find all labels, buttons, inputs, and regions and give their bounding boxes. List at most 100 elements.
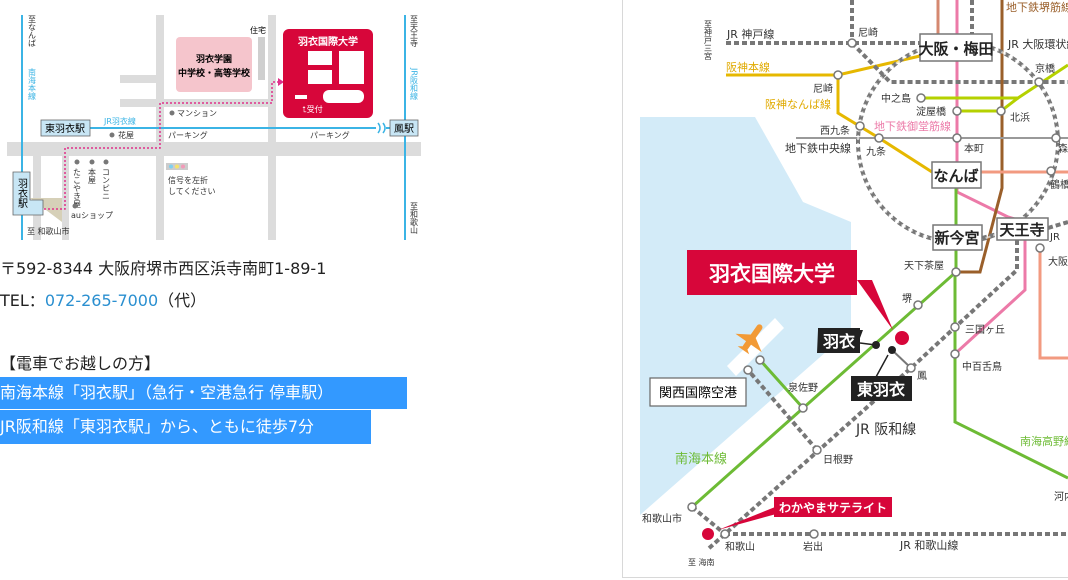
station-label: 中百舌鳥 bbox=[962, 360, 1002, 373]
line-label: 地下鉄御堂筋線 bbox=[874, 119, 951, 133]
station-label: 西九条 bbox=[820, 124, 850, 137]
station-label: 三国ヶ丘 bbox=[965, 324, 1005, 336]
station-label: 羽衣駅 bbox=[16, 178, 28, 209]
station-label: 北浜 bbox=[1010, 112, 1030, 124]
destination-label: 至 海南 bbox=[688, 557, 715, 567]
station-label: 京橋 bbox=[1035, 62, 1055, 75]
hagoromo-label-box bbox=[818, 328, 860, 353]
landmark-label: コンビニ bbox=[102, 168, 111, 200]
landmark-label: auショップ bbox=[71, 211, 113, 220]
hagoromo-station-dot bbox=[872, 341, 880, 349]
address: 〒592-8344 大阪府堺市西区浜寺南町1-89-1 bbox=[0, 259, 327, 278]
station-label: 日根野 bbox=[823, 453, 853, 466]
jr-airport-line bbox=[746, 368, 819, 452]
direction-note: してください bbox=[168, 187, 216, 196]
station-label: 東羽衣駅 bbox=[45, 122, 85, 135]
airport-label: 関西国際空港 bbox=[659, 386, 737, 401]
destination-label: 至和歌山 bbox=[410, 202, 419, 235]
line-label: 阪神なんば線 bbox=[765, 97, 831, 111]
station-label: 鳳 bbox=[917, 370, 927, 382]
station-label: 堺 bbox=[902, 293, 912, 305]
university-label: 羽衣国際大学 bbox=[298, 35, 358, 48]
midosuji-line bbox=[955, 0, 1027, 354]
tel-suffix: （代） bbox=[158, 291, 207, 310]
arrow-icon bbox=[278, 78, 284, 86]
direction-note: 信号を左折 bbox=[168, 175, 208, 185]
landmark-label: パーキング bbox=[168, 130, 208, 140]
station-label: 岩出 bbox=[803, 540, 823, 553]
kobe-destination: 至神戸三宮 bbox=[704, 20, 713, 61]
line-label: JR 和歌山線 bbox=[899, 538, 958, 552]
jr-loop-line bbox=[856, 40, 1060, 244]
satellite-banner-label: わかやまサテライト bbox=[779, 501, 887, 515]
destination-label: 至天王寺 bbox=[410, 15, 419, 47]
station-label: 本町 bbox=[964, 142, 984, 155]
station-label: JR bbox=[1049, 232, 1060, 243]
otori-station bbox=[389, 119, 419, 137]
landmark-label: パーキング bbox=[310, 130, 350, 140]
airport-box bbox=[649, 377, 747, 407]
line-label: JR 阪和線 bbox=[855, 422, 916, 438]
map-frame bbox=[622, 0, 1068, 578]
station-label: 鶴橋 bbox=[1050, 178, 1068, 191]
station-label: 中之島 bbox=[881, 92, 911, 105]
tel-label: TEL： bbox=[0, 291, 45, 310]
line-label: JR阪和線 bbox=[410, 67, 419, 100]
osaka-bay bbox=[640, 117, 851, 515]
hagoromo-label: 羽衣 bbox=[823, 332, 855, 351]
higashi-hagoromo-station bbox=[40, 119, 91, 137]
station-label: 和歌山市 bbox=[642, 512, 682, 525]
kintetsu-minami-osaka-line bbox=[1038, 248, 1068, 360]
station-label: 森 bbox=[1058, 142, 1068, 155]
station-label: 和歌山 bbox=[725, 540, 755, 553]
line-label: 地下鉄堺筋線 bbox=[1006, 0, 1068, 14]
campus-access-map: 羽衣学園 中学校・高等学校 住宅 羽衣国際大学 ⮤受付 東羽衣駅 鳳駅 羽衣駅 … bbox=[7, 15, 421, 240]
landmark-label: 本屋 bbox=[88, 167, 97, 185]
line-label: JR 神戸線 bbox=[726, 27, 774, 41]
satellite-marker bbox=[702, 528, 714, 540]
airplane-icon bbox=[735, 324, 763, 355]
line-label: 南海本線 bbox=[675, 451, 727, 467]
destination-label: 至 和歌山市 bbox=[27, 226, 70, 236]
higashi-hagoromo-label-box bbox=[851, 376, 912, 401]
line-label: 南海高野線 bbox=[1020, 434, 1068, 448]
nankai-main-line bbox=[691, 188, 958, 509]
line-label: JR羽衣線 bbox=[103, 116, 136, 126]
housing-label: 住宅 bbox=[250, 25, 266, 35]
university-marker bbox=[895, 331, 909, 345]
squiggle-icon bbox=[377, 122, 386, 134]
hub-umeda: 大阪・梅田 bbox=[918, 40, 993, 58]
jr-tozai-line bbox=[850, 41, 1068, 84]
station-label: 九条 bbox=[866, 145, 886, 158]
satellite-banner bbox=[774, 497, 892, 517]
landmark-label: たこやき屋 bbox=[73, 168, 82, 209]
line-label: 南海本線 bbox=[28, 67, 37, 100]
station-label: 泉佐野 bbox=[788, 381, 818, 394]
train-access-line-1: 南海本線「羽衣駅」（急行・空港急行 停車駅） bbox=[0, 377, 407, 409]
keihan-nakanoshima-line bbox=[921, 63, 1068, 100]
hub-namba: なんば bbox=[933, 167, 978, 185]
higashi-hagoromo-label: 東羽衣 bbox=[857, 380, 905, 399]
station-label: 尼崎 bbox=[858, 26, 878, 39]
destination-label: 至なんば bbox=[28, 15, 37, 47]
station-label: 淀屋橋 bbox=[916, 105, 946, 118]
train-heading: 【電車でお越しの方】 bbox=[0, 354, 161, 373]
university-banner-label: 羽衣国際大学 bbox=[709, 262, 835, 286]
landmark-label: 花屋 bbox=[118, 130, 134, 140]
tel-row: TEL：072-265-7000（代） bbox=[0, 287, 206, 311]
train-access-line-2: JR阪和線「東羽衣駅」から、ともに徒歩7分 bbox=[0, 410, 371, 444]
line-label: JR 大阪環状線 bbox=[1007, 37, 1068, 51]
jr-hanwa-line bbox=[705, 240, 1019, 552]
reception-label: ⮤受付 bbox=[302, 104, 323, 114]
tel-link[interactable]: 072-265-7000 bbox=[44, 291, 159, 310]
higashi-hagoromo-station-dot bbox=[888, 346, 896, 354]
hanshin-namba-line bbox=[836, 75, 933, 174]
station-label: 大阪阿倍野 bbox=[1048, 255, 1068, 268]
hanshin-main-line bbox=[726, 54, 921, 77]
hub-shinimamiya: 新今宮 bbox=[934, 229, 979, 247]
line-label: 阪神本線 bbox=[726, 60, 770, 74]
station-label: 天下茶屋 bbox=[904, 259, 944, 272]
university-banner bbox=[687, 250, 857, 295]
landmark-label: マンション bbox=[177, 109, 217, 118]
station-label: 河内 bbox=[1054, 490, 1068, 503]
